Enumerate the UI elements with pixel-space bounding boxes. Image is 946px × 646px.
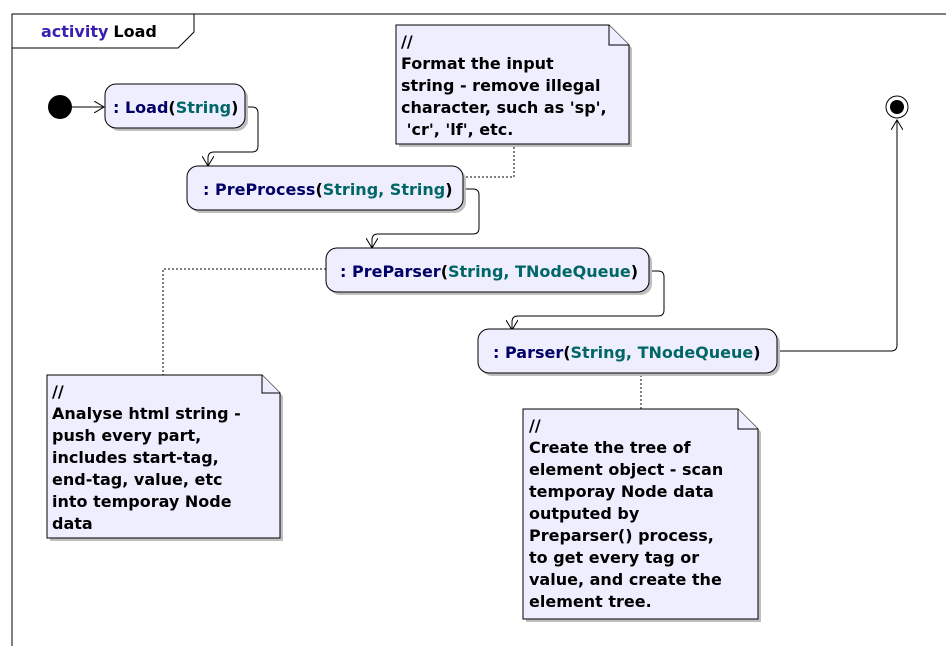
note-anchors <box>162 144 642 409</box>
control-flows <box>72 106 897 352</box>
note-preprocess: // Format the input string - remove ille… <box>395 24 632 147</box>
action-label: : Parser(String, TNodeQueue) <box>493 343 761 362</box>
action-label: : PreProcess(String, String) <box>203 180 453 199</box>
action-load[interactable]: : Load(String) <box>104 83 248 131</box>
frame-name: Load <box>113 22 156 41</box>
note-preparser: // Analyse html string - push every part… <box>46 374 283 541</box>
flow-preparser-to-parser <box>512 270 665 330</box>
flow-parser-to-final <box>780 120 897 352</box>
frame-tab <box>12 14 195 49</box>
frame-keyword: activity <box>41 22 109 41</box>
action-label: : Load(String) <box>113 98 238 117</box>
note-text: // Format the input string - remove ille… <box>401 32 612 139</box>
action-label: : PreParser(String, TNodeQueue) <box>340 262 638 281</box>
note-parser: // Create the tree of element object - s… <box>522 408 761 622</box>
action-parser[interactable]: : Parser(String, TNodeQueue) <box>477 328 780 376</box>
action-preparser[interactable]: : PreParser(String, TNodeQueue) <box>325 247 652 295</box>
final-node[interactable] <box>885 95 909 119</box>
anchor-note-preparser <box>162 268 326 375</box>
flow-load-to-preprocess <box>208 106 259 166</box>
action-preprocess[interactable]: : PreProcess(String, String) <box>186 165 466 213</box>
note-text: // Create the tree of element object - s… <box>529 416 729 611</box>
anchor-note-preprocess <box>466 144 515 178</box>
note-text: // Analyse html string - push every part… <box>52 382 246 533</box>
initial-node[interactable] <box>48 95 72 119</box>
flow-preprocess-to-preparser <box>372 188 480 248</box>
